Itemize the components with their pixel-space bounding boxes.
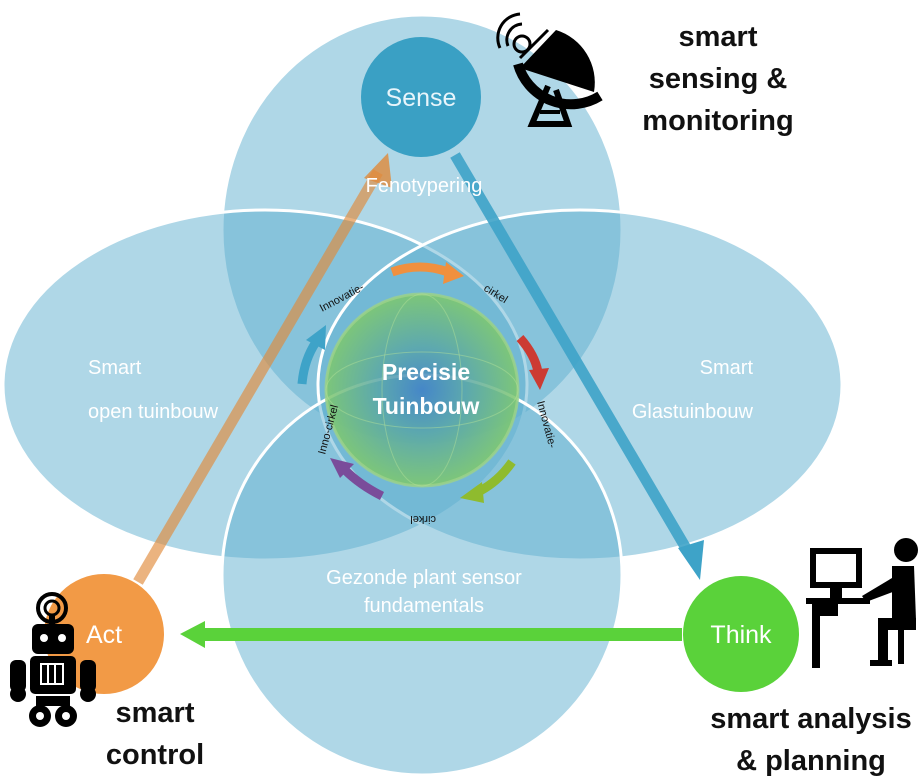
node-act-label: Act bbox=[86, 621, 122, 649]
node-think-label: Think bbox=[710, 621, 772, 649]
act-to-sense-arrowhead bbox=[364, 153, 392, 188]
innovation-cycle bbox=[297, 262, 549, 503]
act-to-sense-arrow bbox=[133, 169, 383, 585]
cycle-arrow-purple bbox=[341, 466, 385, 501]
think-to-act-arrow bbox=[200, 628, 682, 641]
cycle-label-bottom: cirkel bbox=[410, 513, 436, 525]
label-smart-right: Smart bbox=[700, 357, 754, 379]
center-title-line2: Tuinbouw bbox=[373, 393, 480, 419]
label-gezonde-plant: Gezonde plant sensor bbox=[326, 567, 522, 589]
caption-control-line2: control bbox=[105, 739, 205, 772]
caption-smart-analysis: smart analysis & planning bbox=[700, 698, 922, 782]
caption-sensing-line3: monitoring bbox=[642, 105, 794, 138]
cycle-arrow-orange bbox=[390, 262, 450, 277]
caption-analysis-line1: smart analysis bbox=[710, 703, 912, 735]
satellite-dish-icon bbox=[496, 12, 603, 127]
think-to-act-arrowhead bbox=[180, 621, 205, 648]
cycle-arrow-red bbox=[516, 335, 543, 373]
caption-analysis-line2: & planning bbox=[736, 745, 886, 778]
ellipse-labels: Fenotypering Smart open tuinbouw Smart G… bbox=[88, 175, 754, 617]
caption-sensing-line2: sensing & bbox=[648, 63, 788, 96]
flow-arrows bbox=[133, 152, 704, 648]
node-sense: Sense bbox=[361, 37, 481, 157]
center-globe: Precisie Tuinbouw bbox=[324, 292, 520, 488]
label-open-tuinbouw: open tuinbouw bbox=[88, 401, 219, 423]
sense-to-think-arrow bbox=[450, 152, 695, 558]
label-glastuinbouw: Glastuinbouw bbox=[632, 401, 754, 423]
center-title-line1: Precisie bbox=[382, 359, 470, 385]
caption-control-line1: smart bbox=[115, 697, 195, 729]
cycle-arrow-blue bbox=[297, 339, 320, 385]
caption-sensing-line1: smart bbox=[678, 21, 758, 53]
sense-to-think-arrowhead bbox=[678, 540, 704, 580]
caption-smart-control: smart control bbox=[100, 692, 210, 776]
robot-icon bbox=[10, 592, 96, 727]
label-fundamentals: fundamentals bbox=[364, 595, 484, 617]
label-fenotypering: Fenotypering bbox=[366, 175, 483, 197]
caption-smart-sensing: smart sensing & monitoring bbox=[628, 16, 808, 142]
node-think: Think bbox=[683, 576, 799, 692]
person-at-computer-icon bbox=[806, 538, 918, 668]
label-smart-left: Smart bbox=[88, 357, 142, 379]
node-sense-label: Sense bbox=[386, 84, 457, 112]
